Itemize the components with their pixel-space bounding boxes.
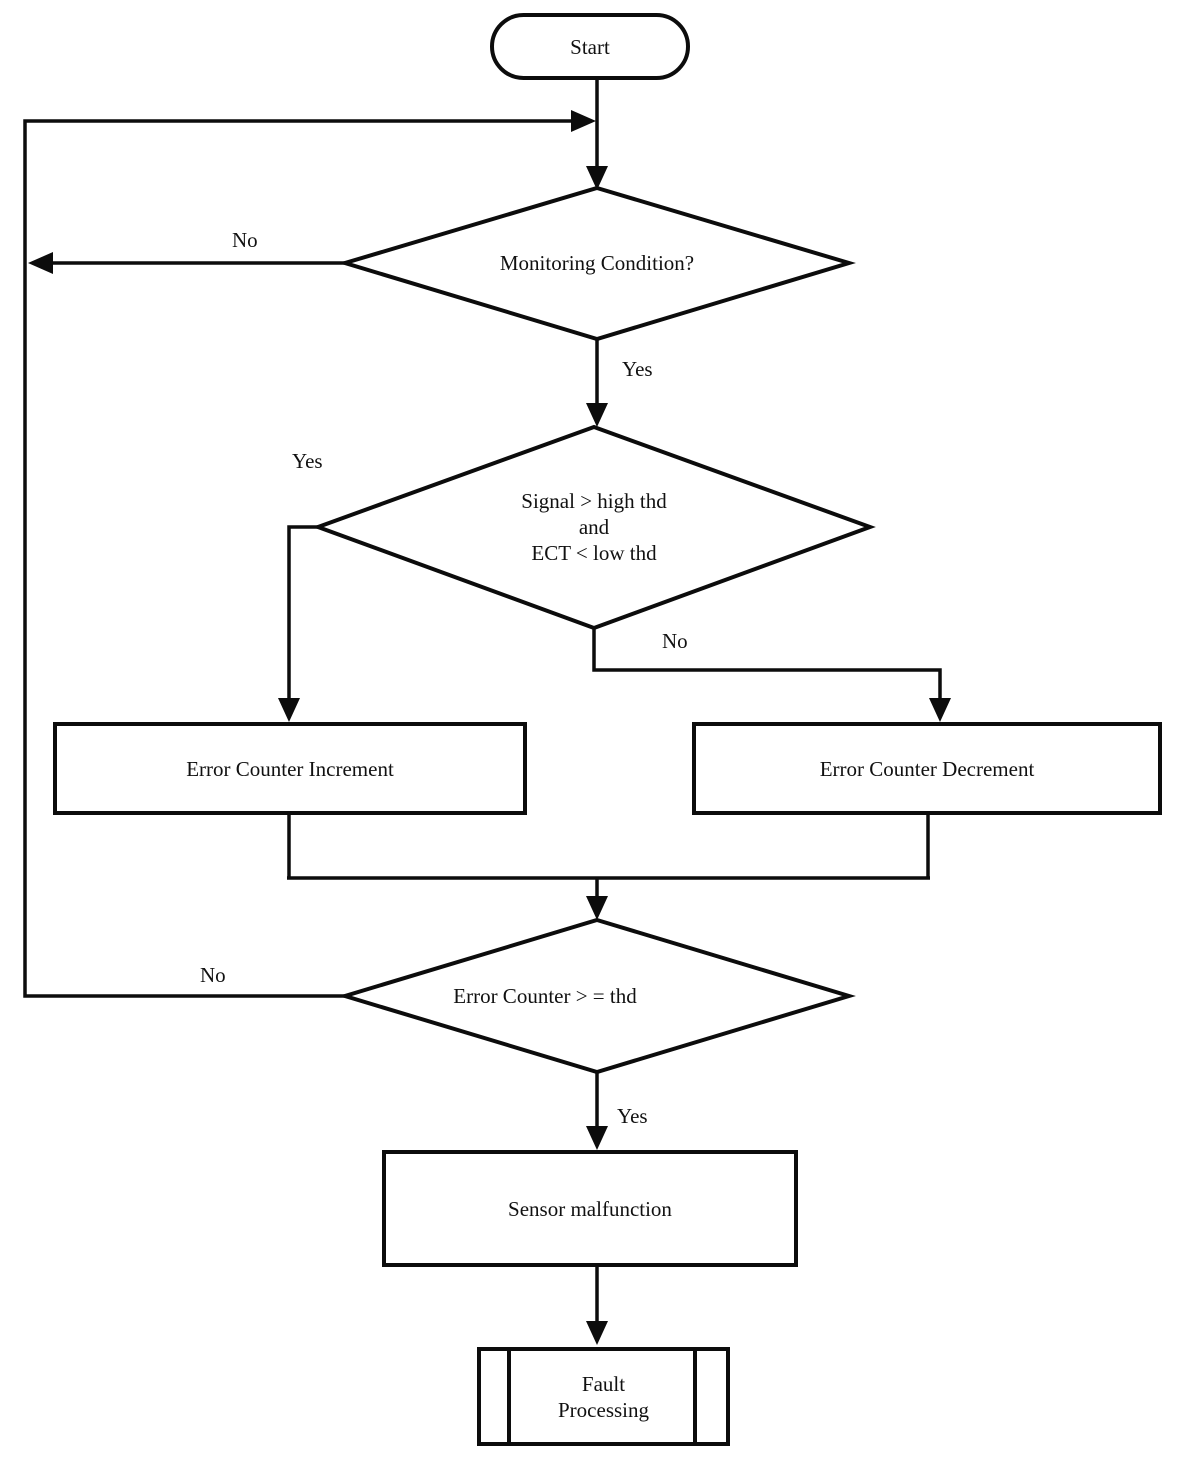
process-sensor-malfunction: Sensor malfunction: [382, 1150, 798, 1267]
decision-error-counter-threshold: [338, 917, 856, 1075]
fault-label-line2: Processing: [558, 1397, 649, 1422]
edge-label-signal-yes: Yes: [292, 449, 323, 473]
edge-label-monitoring-yes: Yes: [622, 357, 653, 381]
decision-signal-label: Signal > high thd and ECT < low thd: [394, 488, 794, 566]
arrowhead-into-fault: [586, 1321, 608, 1345]
decision-monitoring-label: Monitoring Condition?: [499, 251, 695, 275]
decision-monitoring-condition: [338, 185, 856, 342]
decision-signal-line3: ECT < low thd: [531, 541, 657, 565]
start-node-label: Start: [570, 34, 610, 59]
start-node: Start: [490, 13, 690, 80]
arrowhead-into-increment: [278, 698, 300, 722]
edge-label-monitoring-no: No: [232, 228, 258, 252]
edge-label-threshold-yes: Yes: [617, 1104, 648, 1128]
edge-label-signal-no: No: [662, 629, 688, 653]
arrowhead-into-malfunction: [586, 1126, 608, 1150]
fault-label-line1: Fault: [581, 1371, 626, 1396]
malfunction-label: Sensor malfunction: [508, 1196, 672, 1221]
increment-label: Error Counter Increment: [186, 756, 394, 781]
signal-yes-connector: [287, 525, 318, 700]
decision-signal-line2: and: [578, 515, 610, 539]
predefined-process-fault-processing: Fault Processing: [477, 1347, 730, 1446]
process-error-counter-increment: Error Counter Increment: [53, 722, 527, 815]
arrowhead-into-monitoring: [586, 166, 608, 190]
decision-signal-ect-check: [312, 424, 876, 631]
edge-label-threshold-no: No: [200, 963, 226, 987]
predef-left-bar: [507, 1351, 511, 1442]
process-error-counter-decrement: Error Counter Decrement: [692, 722, 1162, 815]
arrowhead-into-threshold: [586, 896, 608, 920]
arrowhead-into-start-line: [571, 110, 596, 132]
arrowhead-into-signal-check: [586, 403, 608, 427]
predef-right-bar: [693, 1351, 697, 1442]
arrowhead-into-decrement: [929, 698, 951, 722]
signal-no-connector: [592, 628, 942, 698]
decrement-label: Error Counter Decrement: [819, 756, 1035, 781]
arrowhead-monitoring-no: [28, 252, 53, 274]
decision-threshold-label: Error Counter > = thd: [453, 984, 637, 1008]
fault-label: Fault Processing: [558, 1371, 649, 1423]
decision-signal-line1: Signal > high thd: [521, 489, 667, 513]
loopback-connector: [23, 119, 572, 998]
